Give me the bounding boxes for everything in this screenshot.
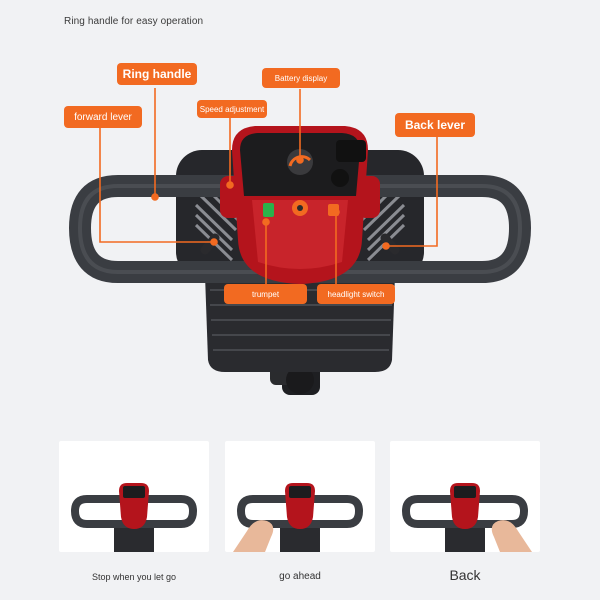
caption-go-ahead: go ahead <box>279 571 321 582</box>
thumbnail-go-ahead <box>225 441 375 552</box>
thumbnail-back <box>390 441 540 552</box>
page-title: Ring handle for easy operation <box>64 16 204 27</box>
callout-forward-lever: forward lever <box>64 106 142 128</box>
scooter-thumbnail-image <box>70 483 198 552</box>
callout-headlight-switch: headlight switch <box>317 284 395 304</box>
scooter-thumbnail-image <box>401 483 532 552</box>
caption-stop: Stop when you let go <box>91 572 177 582</box>
callout-battery-display: Battery display <box>262 68 340 88</box>
callout-ring-handle: Ring handle <box>117 63 197 85</box>
callout-trumpet: trumpet <box>224 284 307 304</box>
scooter-handlebar-illustration <box>68 88 532 395</box>
callout-speed-adjustment: Speed adjustment <box>197 100 267 118</box>
caption-back: Back <box>449 567 481 583</box>
scooter-thumbnail-image <box>233 483 364 552</box>
callout-back-lever: Back lever <box>395 113 475 137</box>
thumbnail-stop <box>59 441 209 552</box>
